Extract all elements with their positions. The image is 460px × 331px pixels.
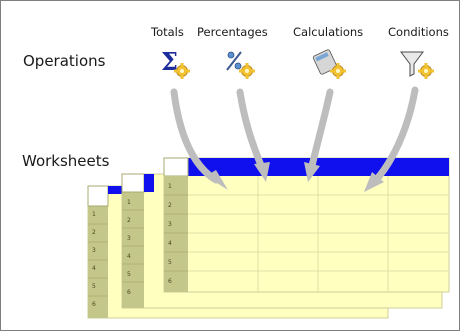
front-row-4: 4 <box>168 240 172 247</box>
percent-icon <box>226 51 256 80</box>
front-row-6: 6 <box>168 278 172 285</box>
svg-text:Σ: Σ <box>161 47 178 76</box>
back-row-5: 5 <box>92 283 96 290</box>
arrowhead-conditions <box>364 172 384 192</box>
arrow-heads <box>206 162 384 192</box>
funnel-filter-icon <box>400 51 435 80</box>
operations-label: Operations <box>23 52 106 70</box>
back-row-3: 3 <box>92 247 96 254</box>
front-row-1: 1 <box>168 183 172 190</box>
middle-row-4: 4 <box>127 253 131 260</box>
arrow-conditions <box>372 86 419 184</box>
back-row-4: 4 <box>92 265 96 272</box>
front-row-5: 5 <box>168 259 172 266</box>
middle-row-2: 2 <box>127 217 131 224</box>
arrow-calculations <box>308 88 334 170</box>
totals-label: Totals <box>151 25 184 39</box>
conditions-label: Conditions <box>388 25 449 39</box>
back-row-2: 2 <box>92 229 96 236</box>
percentages-label: Percentages <box>197 25 268 39</box>
back-row-1: 1 <box>92 211 96 218</box>
sigma-sum-icon: Σ <box>161 47 191 80</box>
arrowhead-calculations <box>304 162 320 182</box>
row-number-labels: 1 2 3 4 5 6 1 2 3 4 5 6 1 2 3 4 5 6 <box>92 183 172 308</box>
arrowhead-percentages <box>254 162 270 182</box>
middle-row-5: 5 <box>127 271 131 278</box>
middle-row-1: 1 <box>127 199 131 206</box>
worksheets-label: Worksheets <box>22 152 110 170</box>
worksheet-front <box>163 157 450 293</box>
front-row-3: 3 <box>168 221 172 228</box>
calculations-label: Calculations <box>293 25 364 39</box>
arrow-percentages <box>236 88 266 172</box>
middle-row-3: 3 <box>127 235 131 242</box>
arrowhead-totals <box>206 170 228 190</box>
front-row-2: 2 <box>168 202 172 209</box>
calculator-icon <box>312 49 347 80</box>
back-row-6: 6 <box>92 301 96 308</box>
middle-row-6: 6 <box>127 289 131 296</box>
